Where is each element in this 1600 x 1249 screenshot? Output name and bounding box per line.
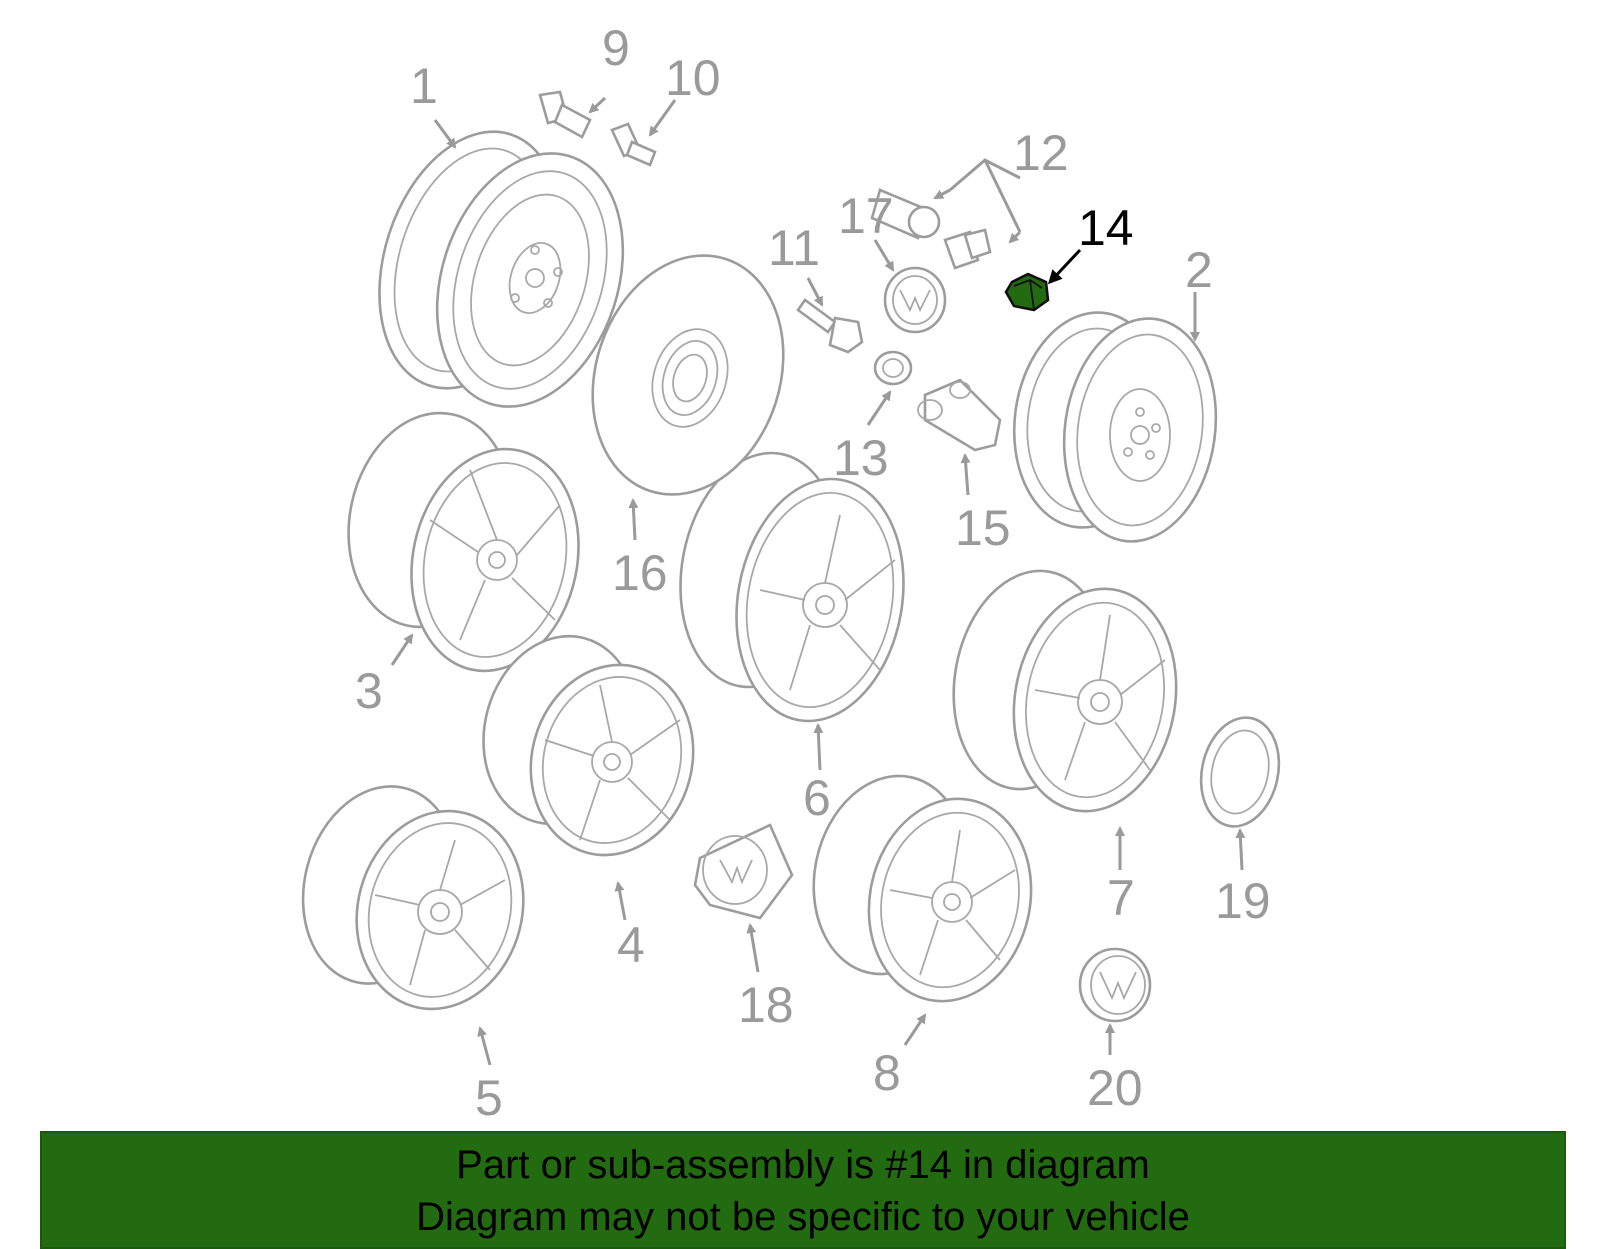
valve-stem-10[interactable] bbox=[610, 122, 657, 167]
banner-line-1: Part or sub-assembly is #14 in diagram bbox=[456, 1143, 1150, 1187]
nut-14-highlighted[interactable] bbox=[1004, 272, 1050, 312]
wheel-alloy-7[interactable] bbox=[937, 559, 1193, 825]
callout-8[interactable]: 8 bbox=[873, 1045, 901, 1101]
callout-13[interactable]: 13 bbox=[833, 430, 889, 486]
callout-11[interactable]: 11 bbox=[768, 220, 820, 276]
callout-5[interactable]: 5 bbox=[475, 1070, 503, 1126]
ring-19[interactable] bbox=[1191, 710, 1288, 833]
callout-16[interactable]: 16 bbox=[612, 545, 668, 601]
wheel-steel-2[interactable] bbox=[1001, 303, 1230, 552]
callout-19[interactable]: 19 bbox=[1215, 873, 1271, 929]
wheel-alloy-6[interactable] bbox=[663, 440, 922, 734]
cap-13[interactable] bbox=[873, 350, 913, 386]
center-cap-18[interactable] bbox=[693, 823, 794, 920]
callout-14[interactable]: 14 bbox=[1078, 200, 1134, 256]
bolt-9[interactable] bbox=[538, 90, 592, 139]
wheel-alloy-8[interactable] bbox=[796, 762, 1050, 1017]
callout-17[interactable]: 17 bbox=[838, 188, 894, 244]
callout-3[interactable]: 3 bbox=[355, 663, 383, 719]
center-cap-17[interactable] bbox=[883, 266, 947, 334]
wheel-cover-16[interactable] bbox=[563, 231, 813, 520]
callout-15[interactable]: 15 bbox=[955, 500, 1011, 556]
info-banner: Part or sub-assembly is #14 in diagram D… bbox=[40, 1131, 1566, 1249]
callout-4[interactable]: 4 bbox=[617, 917, 645, 973]
adapter-15[interactable] bbox=[917, 378, 1002, 452]
callout-10[interactable]: 10 bbox=[665, 50, 721, 106]
center-cap-20[interactable] bbox=[1078, 947, 1152, 1023]
banner-line-2: Diagram may not be specific to your vehi… bbox=[416, 1195, 1190, 1239]
callout-18[interactable]: 18 bbox=[738, 977, 794, 1033]
callout-1[interactable]: 1 bbox=[410, 58, 438, 114]
wheel-alloy-4[interactable] bbox=[463, 619, 714, 874]
callout-2[interactable]: 2 bbox=[1185, 242, 1213, 298]
lug-bolt-12[interactable] bbox=[870, 188, 992, 270]
wheel-alloy-3[interactable] bbox=[329, 398, 598, 687]
callout-6[interactable]: 6 bbox=[803, 770, 831, 826]
wheel-hubcap-5[interactable] bbox=[282, 769, 545, 1028]
callout-20[interactable]: 20 bbox=[1087, 1060, 1143, 1116]
callout-7[interactable]: 7 bbox=[1107, 870, 1135, 926]
wheel-steel-1[interactable] bbox=[348, 108, 653, 431]
callout-12[interactable]: 12 bbox=[1013, 125, 1069, 181]
callout-9[interactable]: 9 bbox=[602, 20, 630, 76]
bolt-11[interactable] bbox=[796, 298, 864, 354]
